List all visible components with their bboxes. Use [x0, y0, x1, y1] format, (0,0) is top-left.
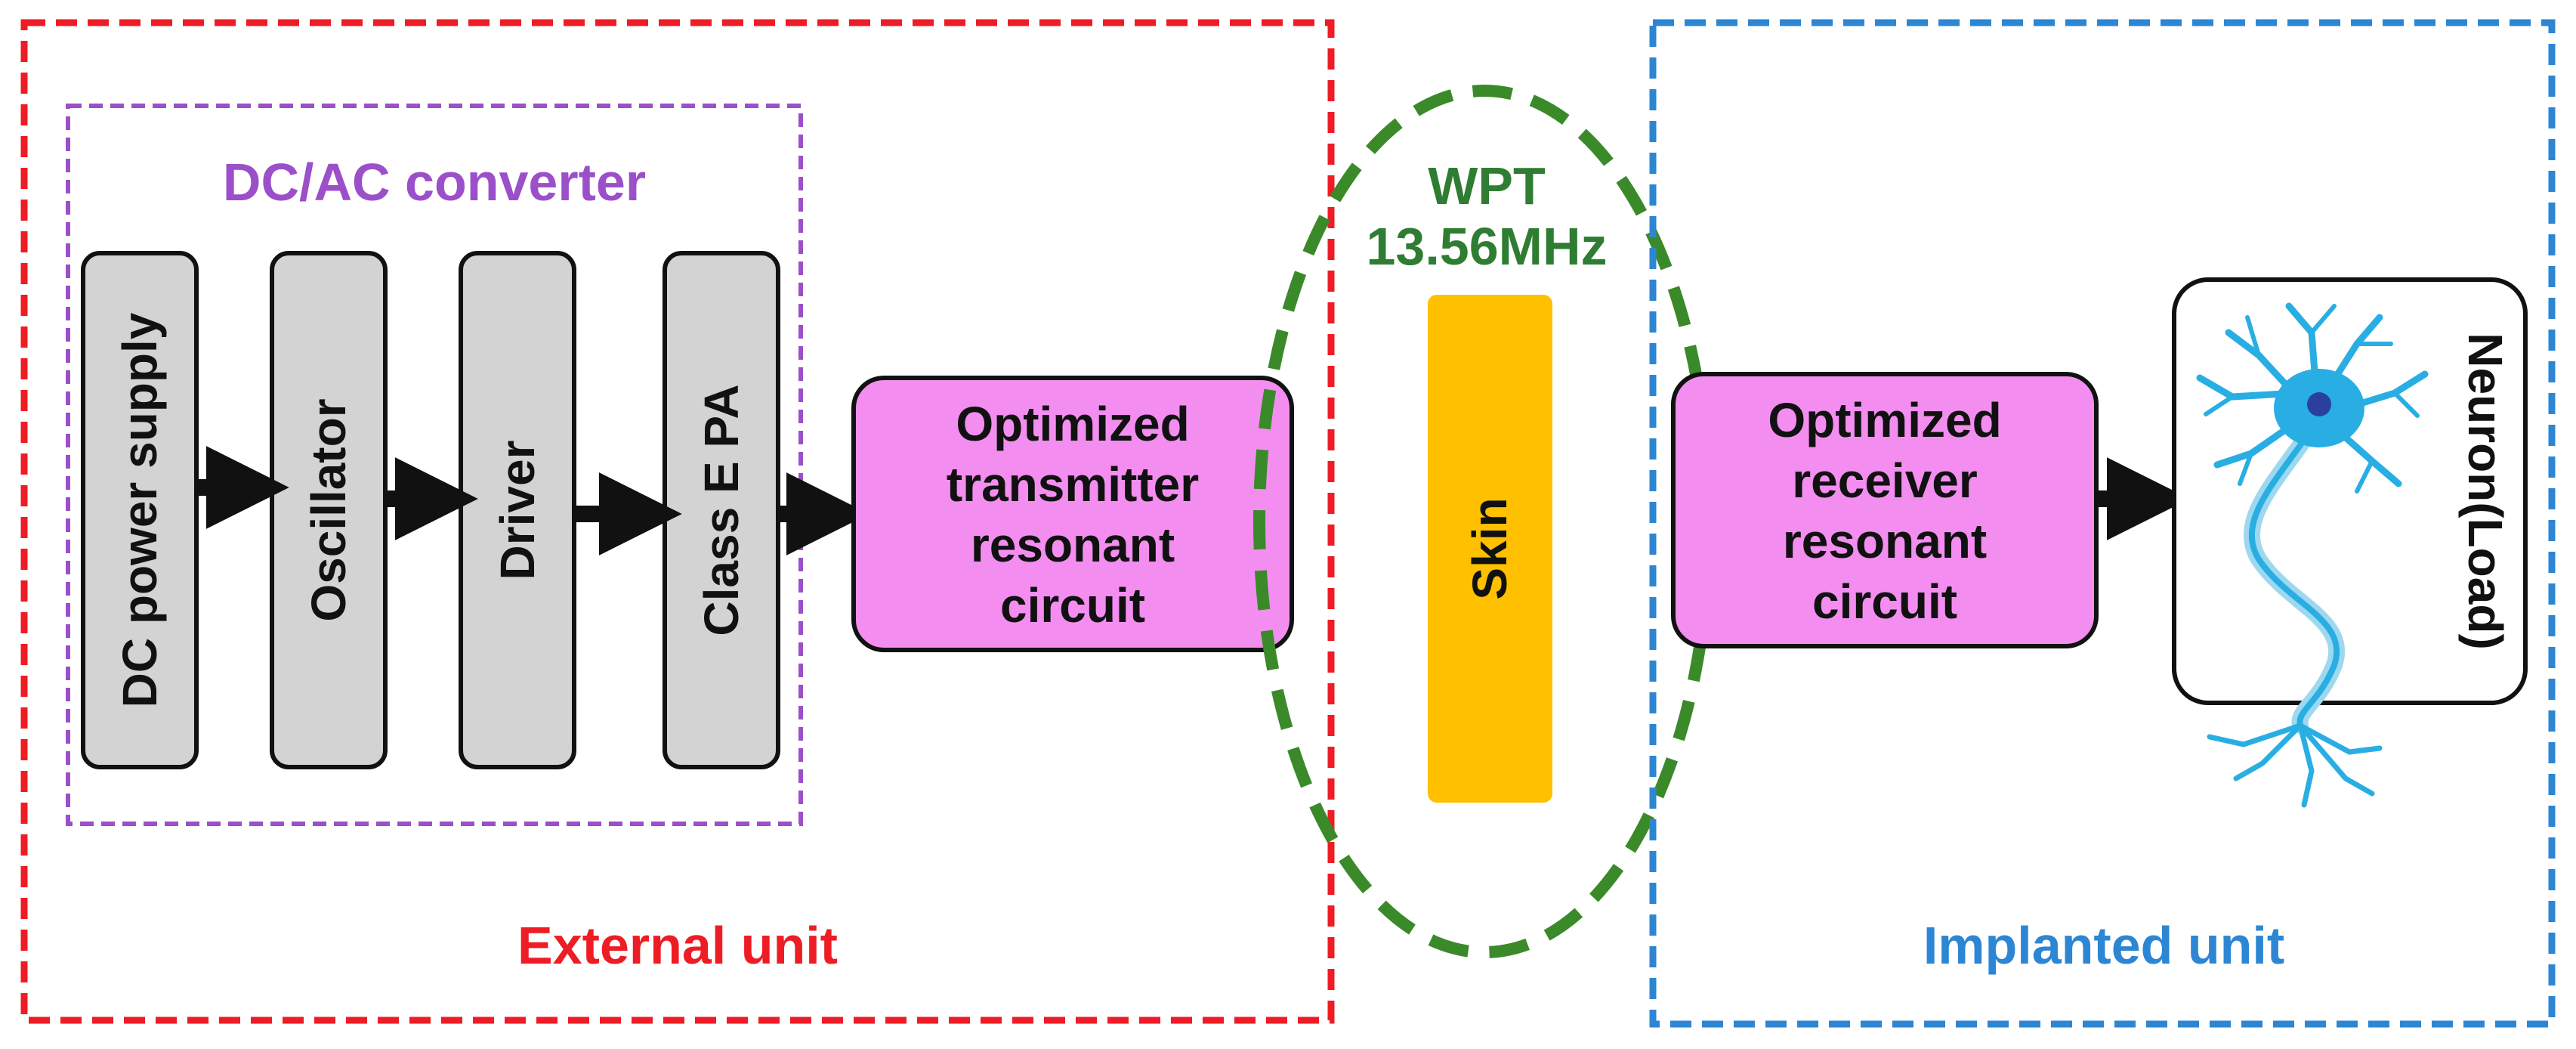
receiver-line-3: resonant: [1783, 514, 1987, 568]
external-unit-frame: [20, 19, 1335, 1024]
dc-power-supply-label: DC power supply: [113, 312, 167, 707]
dc-power-supply-block: DC power supply: [81, 251, 199, 769]
receiver-circuit-box: Optimized receiver resonant circuit: [1671, 372, 2099, 648]
receiver-line-1: Optimized: [1768, 393, 2001, 447]
transmitter-line-4: circuit: [1000, 578, 1145, 633]
transmitter-line-1: Optimized: [956, 397, 1189, 451]
wpt-label: WPT: [1428, 156, 1546, 215]
wpt-frequency-label: 13.56MHz: [1366, 217, 1607, 276]
driver-label: Driver: [490, 441, 545, 580]
skin-label: Skin: [1463, 497, 1517, 599]
oscillator-block: Oscillator: [270, 251, 388, 769]
transmitter-line-3: resonant: [971, 518, 1175, 572]
skin-bar: Skin: [1428, 295, 1552, 803]
external-unit-label: External unit: [517, 916, 838, 975]
neuron-illustration: [2196, 302, 2429, 808]
dcac-converter-label: DC/AC converter: [223, 153, 646, 212]
neuron-load-label: Neuron(Load): [2458, 333, 2513, 650]
class-e-pa-label: Class E PA: [694, 384, 749, 636]
dcac-converter-frame: [66, 104, 803, 826]
receiver-line-4: circuit: [1812, 574, 1957, 629]
implanted-unit-label: Implanted unit: [1923, 916, 2284, 975]
neuron-load-box: Neuron(Load): [2172, 277, 2528, 808]
oscillator-label: Oscillator: [301, 398, 356, 621]
transmitter-circuit-box: Optimized transmitter resonant circuit: [851, 376, 1294, 652]
receiver-line-2: receiver: [1792, 453, 1978, 508]
transmitter-line-2: transmitter: [947, 457, 1199, 512]
implanted-unit-frame: [1649, 19, 2556, 1028]
driver-block: Driver: [459, 251, 576, 769]
class-e-pa-block: Class E PA: [663, 251, 780, 769]
